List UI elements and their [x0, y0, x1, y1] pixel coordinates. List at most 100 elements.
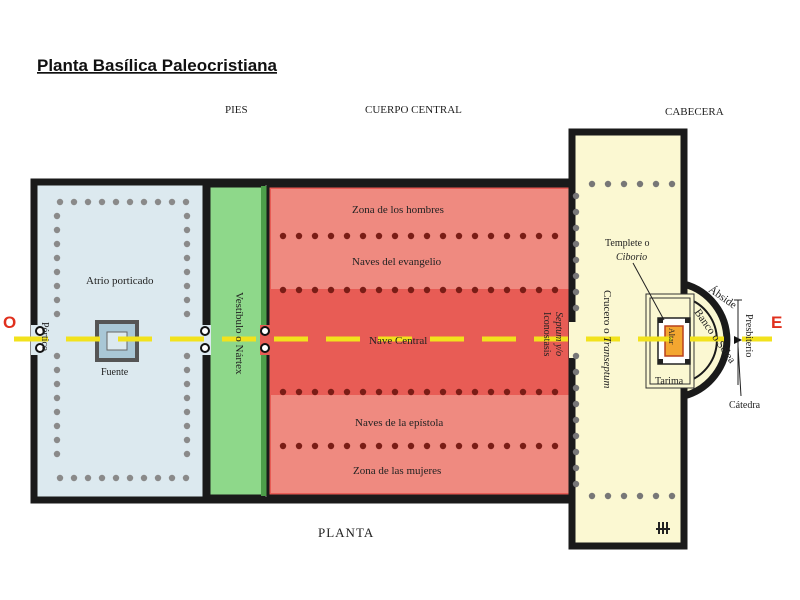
column — [56, 474, 64, 482]
column — [279, 286, 287, 294]
column — [572, 304, 580, 312]
column — [311, 286, 319, 294]
label-atrio: Atrio porticado — [86, 275, 154, 287]
column — [375, 286, 383, 294]
column — [53, 240, 61, 248]
column — [168, 198, 176, 206]
column — [295, 232, 303, 240]
column — [183, 436, 191, 444]
column — [182, 474, 190, 482]
column — [343, 232, 351, 240]
column — [183, 450, 191, 458]
column — [551, 388, 559, 396]
label-presbiterio: Presbiterio — [743, 314, 754, 357]
column — [84, 198, 92, 206]
column — [636, 492, 644, 500]
column — [183, 212, 191, 220]
doorway — [202, 325, 211, 355]
column — [183, 366, 191, 374]
column — [572, 464, 580, 472]
column — [53, 394, 61, 402]
column — [279, 442, 287, 450]
label-zona-mujeres: Zona de las mujeres — [353, 465, 441, 477]
column — [572, 352, 580, 360]
column — [604, 180, 612, 188]
column — [471, 232, 479, 240]
column — [391, 388, 399, 396]
column — [551, 286, 559, 294]
label-iconostasis: Iconostasis — [541, 312, 552, 357]
door-post — [35, 343, 45, 353]
column — [53, 352, 61, 360]
ciborio-column — [658, 318, 663, 323]
column — [295, 286, 303, 294]
column — [455, 442, 463, 450]
column — [327, 286, 335, 294]
door-post — [200, 343, 210, 353]
ciborio-pointer — [632, 262, 665, 321]
doorway — [260, 325, 270, 355]
door-post — [200, 326, 210, 336]
column — [295, 388, 303, 396]
column — [652, 180, 660, 188]
column — [327, 232, 335, 240]
column — [359, 388, 367, 396]
column — [503, 232, 511, 240]
column — [535, 286, 543, 294]
ciborio-column — [685, 359, 690, 364]
column — [53, 268, 61, 276]
column — [279, 388, 287, 396]
column — [620, 492, 628, 500]
column — [471, 286, 479, 294]
label-septum: Septum y/o — [553, 312, 564, 356]
column — [572, 240, 580, 248]
doorway — [569, 322, 576, 358]
page-title: Planta Basílica Paleocristiana — [37, 56, 278, 75]
column — [375, 388, 383, 396]
column — [455, 232, 463, 240]
label-altar: Altar — [667, 328, 676, 345]
column — [183, 254, 191, 262]
column — [327, 442, 335, 450]
column — [375, 442, 383, 450]
label-naves-evangelio: Naves del evangelio — [352, 256, 442, 268]
column — [439, 232, 447, 240]
column — [407, 388, 415, 396]
column — [140, 198, 148, 206]
column — [503, 442, 511, 450]
column — [311, 442, 319, 450]
east-marker: E — [771, 313, 782, 332]
column — [183, 352, 191, 360]
column — [183, 296, 191, 304]
label-zona-hombres: Zona de los hombres — [352, 204, 444, 216]
column — [551, 232, 559, 240]
column — [375, 232, 383, 240]
column — [140, 474, 148, 482]
ciborio-column — [658, 359, 663, 364]
column — [471, 442, 479, 450]
column — [423, 388, 431, 396]
column — [279, 232, 287, 240]
column — [535, 388, 543, 396]
column — [423, 232, 431, 240]
label-templete: Templete o — [605, 238, 650, 249]
column — [572, 288, 580, 296]
column — [182, 198, 190, 206]
label-crucero-text: Crucero o — [601, 290, 613, 336]
column — [519, 286, 527, 294]
column — [183, 268, 191, 276]
columns — [31, 180, 676, 500]
column — [652, 492, 660, 500]
label-nartex: Vestíbulo o Nártex — [233, 292, 245, 375]
column — [53, 380, 61, 388]
column — [423, 286, 431, 294]
label-crucero: Crucero o Transeptum — [601, 290, 613, 388]
column — [84, 474, 92, 482]
column — [572, 224, 580, 232]
column — [98, 198, 106, 206]
column — [455, 388, 463, 396]
column — [126, 474, 134, 482]
section-pies: PIES — [225, 104, 248, 116]
label-nave-central: Nave Central — [369, 335, 427, 347]
door-post — [35, 326, 45, 336]
